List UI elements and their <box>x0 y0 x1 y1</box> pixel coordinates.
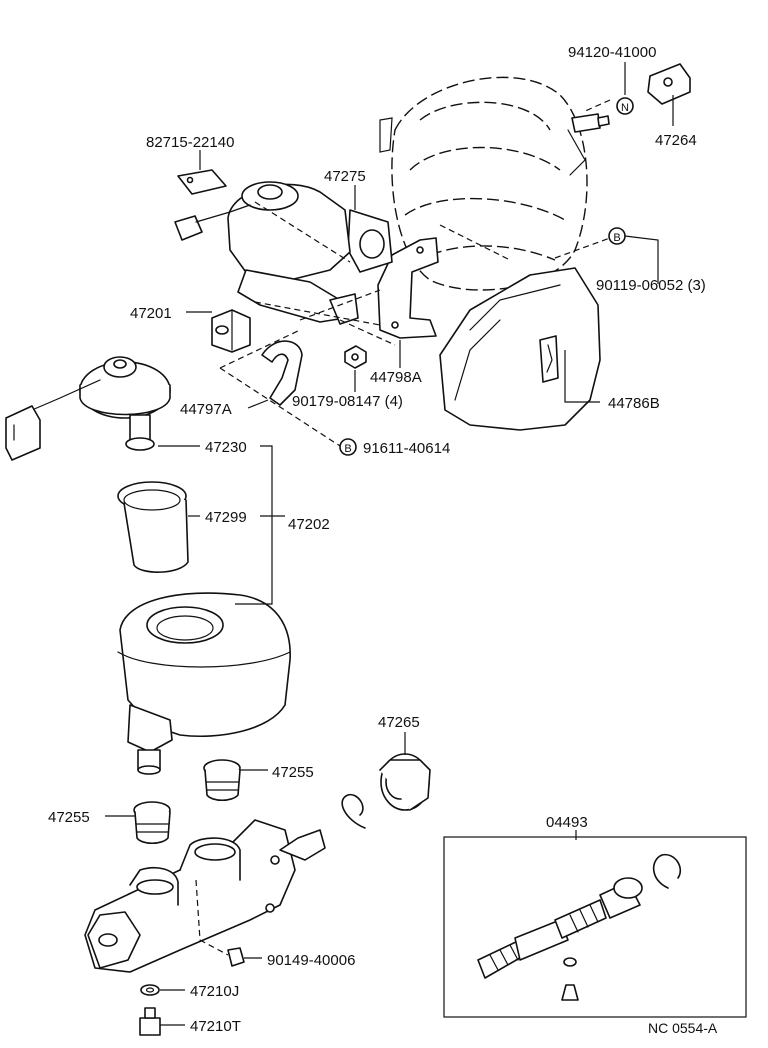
label-90179-08147: 90179-08147 (4) <box>292 393 403 410</box>
svg-text:B: B <box>344 443 351 455</box>
label-44798a: 44798A <box>370 369 422 386</box>
svg-text:N: N <box>621 102 629 114</box>
reservoir-47202 <box>117 592 291 775</box>
label-91611-40614: 91611-40614 <box>363 440 450 457</box>
label-47264: 47264 <box>655 132 697 149</box>
label-90149-40006: 90149-40006 <box>267 952 355 969</box>
label-47255-upper: 47255 <box>272 764 314 781</box>
label-47210t: 47210T <box>190 1018 241 1035</box>
marker-b-lower: B <box>339 438 357 456</box>
bracket-44798a <box>377 237 439 339</box>
marker-b-upper: B <box>608 227 626 245</box>
marker-n: N <box>616 97 634 115</box>
screw-90149-40006 <box>227 947 245 967</box>
seal-47265 <box>379 753 431 811</box>
snap-ring <box>341 793 366 829</box>
label-47255-lower: 47255 <box>48 809 90 826</box>
label-82715-22140: 82715-22140 <box>146 134 234 151</box>
label-44786b: 44786B <box>608 395 660 412</box>
gasket-47275 <box>347 209 393 273</box>
label-94120-41000: 94120-41000 <box>568 44 656 61</box>
brake-booster-outline <box>379 76 610 291</box>
fluid-level-sensor-82715-22140 <box>174 169 251 241</box>
label-47210j: 47210J <box>190 983 239 1000</box>
phantom-lines <box>195 99 611 956</box>
master-cylinder-body <box>84 819 326 973</box>
clevis-47264 <box>647 63 691 105</box>
label-47202: 47202 <box>288 516 330 533</box>
bleeder-47210t <box>139 1007 161 1036</box>
svg-text:B: B <box>613 232 620 244</box>
label-44797a: 44797A <box>180 401 232 418</box>
grommet-47255-lower <box>133 801 171 845</box>
piston-kit-04493 <box>443 836 747 1018</box>
nut-90179-08147 <box>344 345 367 369</box>
master-cylinder-assembly-47201 <box>211 181 359 353</box>
grommet-47255-upper <box>203 759 241 802</box>
reference-code: NC 0554-A <box>648 1020 718 1036</box>
leader-lines <box>105 62 674 1026</box>
label-04493: 04493 <box>546 814 588 831</box>
label-47265: 47265 <box>378 714 420 731</box>
washer-47210j <box>140 984 160 996</box>
strainer-47299 <box>117 481 189 573</box>
label-47201: 47201 <box>130 305 172 322</box>
reservoir-cap-47230 <box>5 356 171 461</box>
heat-insulator-44786b <box>439 267 601 431</box>
label-47275: 47275 <box>324 168 366 185</box>
label-90119-06052: 90119-06052 (3) <box>596 277 706 294</box>
label-47299: 47299 <box>205 509 247 526</box>
hose-44797a <box>261 340 303 406</box>
label-47230: 47230 <box>205 439 247 456</box>
